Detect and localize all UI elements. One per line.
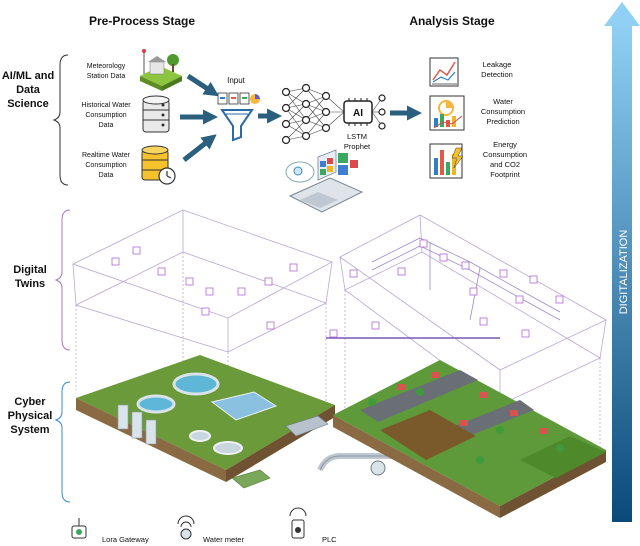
input-meteorology-line-1: Meteorology <box>87 63 126 70</box>
layer-label-cyber: Cyber Physical System <box>8 396 53 436</box>
treatment-plant-illustration <box>76 355 335 489</box>
output-energy-line-3: and CO2 <box>490 160 520 169</box>
input-historical-line-2: Consumption <box>85 112 126 119</box>
arrow-realtime <box>182 134 217 162</box>
legend-plc: PLC <box>322 535 337 544</box>
ai-badge: AI <box>353 108 363 119</box>
output-consumption-line-2: Consumption <box>481 107 525 116</box>
weather-station-icon <box>140 49 182 91</box>
input-realtime-line-1: Realtime Water <box>82 152 131 159</box>
model-label-line-2: Prophet <box>344 142 371 151</box>
output-energy-line-4: Footprint <box>490 170 521 179</box>
output-leakage-line-2: Detection <box>481 70 513 79</box>
energy-bar-chart-icon <box>429 143 464 179</box>
input-meteorology: Meteorology Station Data <box>87 49 182 91</box>
realtime-database-icon <box>141 145 176 185</box>
output-consumption-line-3: Prediction <box>486 117 519 126</box>
legend-gateway: Lora Gateway <box>102 535 149 544</box>
water-meter-icon <box>177 515 195 540</box>
input-meteorology-line-2: Station Data <box>87 73 126 80</box>
layer-ai-line-1: AI/ML and <box>2 70 54 82</box>
line-chart-icon <box>429 57 459 87</box>
input-funnel: Input <box>217 76 260 142</box>
input-realtime-line-3: Data <box>99 172 114 179</box>
arrow-meteorology <box>186 73 220 97</box>
layer-ai-line-3: Science <box>7 98 49 110</box>
city-district-illustration <box>333 360 606 518</box>
brace-ai <box>52 54 69 186</box>
file-icons <box>217 92 260 105</box>
output-consumption-line-1: Water <box>493 97 513 106</box>
input-historical-line-1: Historical Water <box>81 102 131 109</box>
lora-gateway-icon <box>71 518 87 539</box>
input-realtime-line-2: Consumption <box>85 162 126 169</box>
digitalization-arrow: DIGITALIZATION <box>604 2 640 522</box>
analysis-stage-title: Analysis Stage <box>409 14 495 28</box>
plc-icon <box>289 507 307 539</box>
brace-cyber <box>54 381 71 503</box>
input-label: Input <box>227 76 246 85</box>
layer-ai-line-2: Data <box>16 84 41 96</box>
digital-twin-left <box>71 209 333 470</box>
layer-twins-line-2: Twins <box>15 278 45 290</box>
brace-twins <box>54 209 71 351</box>
dashboard-chart-icon <box>429 95 465 131</box>
digitalization-label: DIGITALIZATION <box>618 230 630 315</box>
funnel-icon <box>220 109 254 142</box>
ai-chip-icon: AI <box>343 98 373 126</box>
layer-label-twins: Digital Twins <box>13 264 47 290</box>
layer-label-ai: AI/ML and Data Science <box>2 70 54 110</box>
input-historical-line-3: Data <box>99 122 114 129</box>
legend-meter: Water meter <box>203 535 244 544</box>
output-leakage-line-1: Leakage <box>483 60 512 69</box>
input-realtime: Realtime Water Consumption Data <box>82 145 176 185</box>
pre-process-stage-title: Pre-Process Stage <box>89 14 195 28</box>
layer-cyber-line-1: Cyber <box>14 396 46 408</box>
output-energy-line-1: Energy <box>493 140 517 149</box>
output-leakage: Leakage Detection <box>429 57 513 87</box>
layer-twins-line-1: Digital <box>13 264 47 276</box>
cloud-laptop-icon <box>285 149 364 213</box>
model-label-line-1: LSTM <box>347 132 367 141</box>
input-historical: Historical Water Consumption Data <box>81 95 170 133</box>
legend: Lora Gateway Water meter PLC <box>71 507 337 544</box>
layer-cyber-line-2: Physical <box>8 410 53 422</box>
twin-device-markers <box>111 239 564 338</box>
output-energy: Energy Consumption and CO2 Footprint <box>429 140 527 179</box>
neural-network <box>281 83 386 145</box>
output-consumption: Water Consumption Prediction <box>429 95 525 131</box>
layer-cyber-line-3: System <box>10 424 49 436</box>
database-icon <box>142 95 170 133</box>
output-energy-line-2: Consumption <box>483 150 527 159</box>
